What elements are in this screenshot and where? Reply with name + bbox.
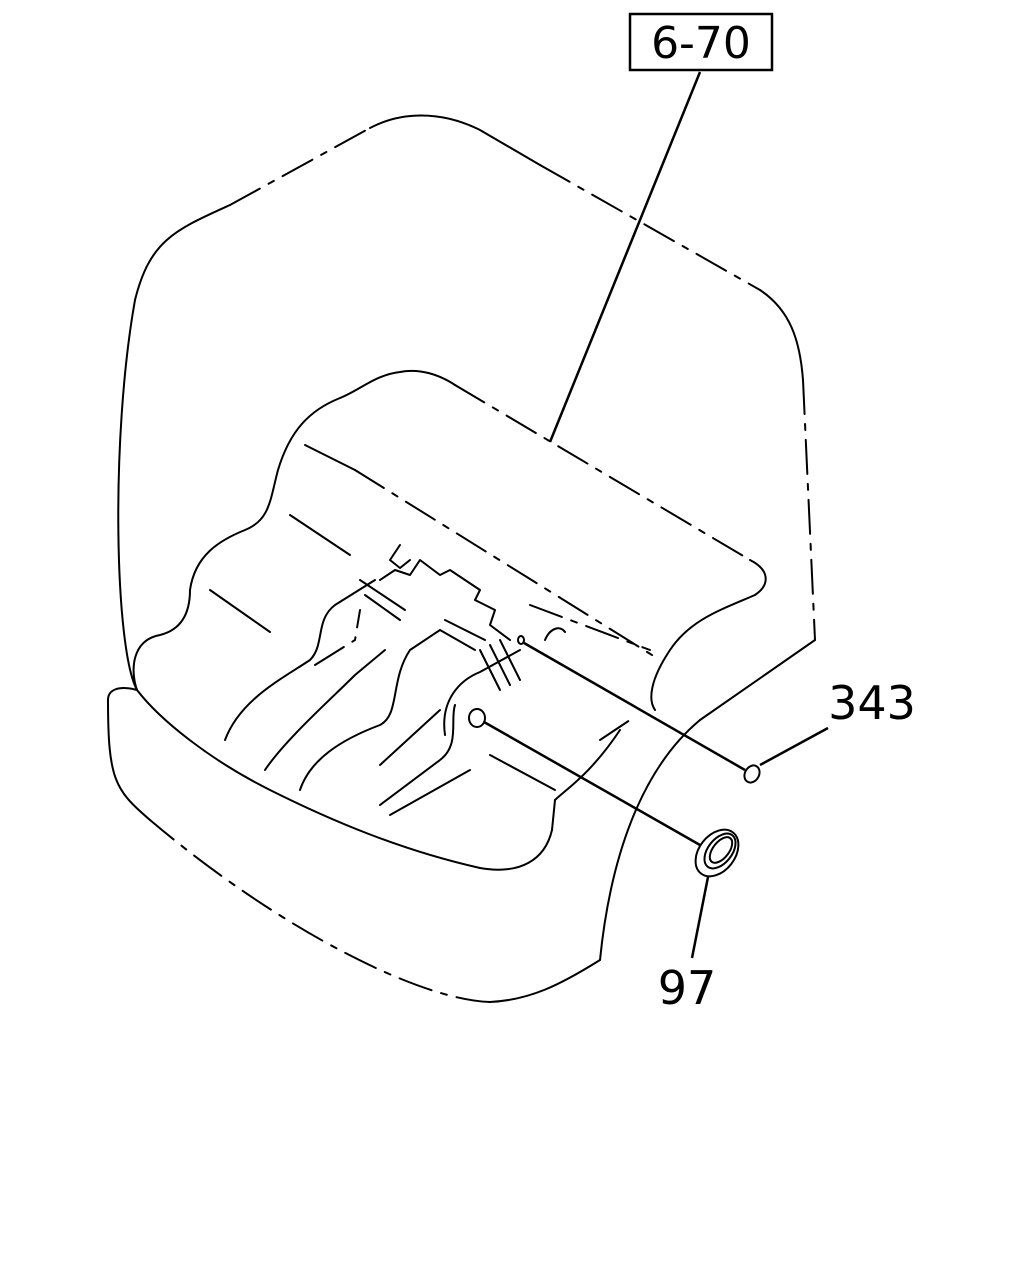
callout-97-leader — [690, 876, 710, 959]
outer-cover-outline — [107, 114, 816, 1003]
o-ring-leader-line — [523, 641, 746, 772]
callout-343-leader — [759, 726, 829, 767]
reference-box[interactable]: 6-70 — [628, 12, 774, 72]
reference-label: 6-70 — [651, 18, 751, 69]
o-ring-part[interactable] — [741, 763, 762, 786]
reference-leader-line — [548, 71, 702, 443]
grommet-seat-icon — [468, 708, 486, 728]
grommet-leader-line — [483, 720, 701, 847]
callout-343-label[interactable]: 343 — [828, 676, 916, 730]
o-ring-seat-icon — [517, 635, 525, 645]
grommet-part[interactable] — [687, 821, 747, 884]
head-cover-body — [132, 369, 767, 871]
callout-97-label[interactable]: 97 — [658, 961, 717, 1015]
